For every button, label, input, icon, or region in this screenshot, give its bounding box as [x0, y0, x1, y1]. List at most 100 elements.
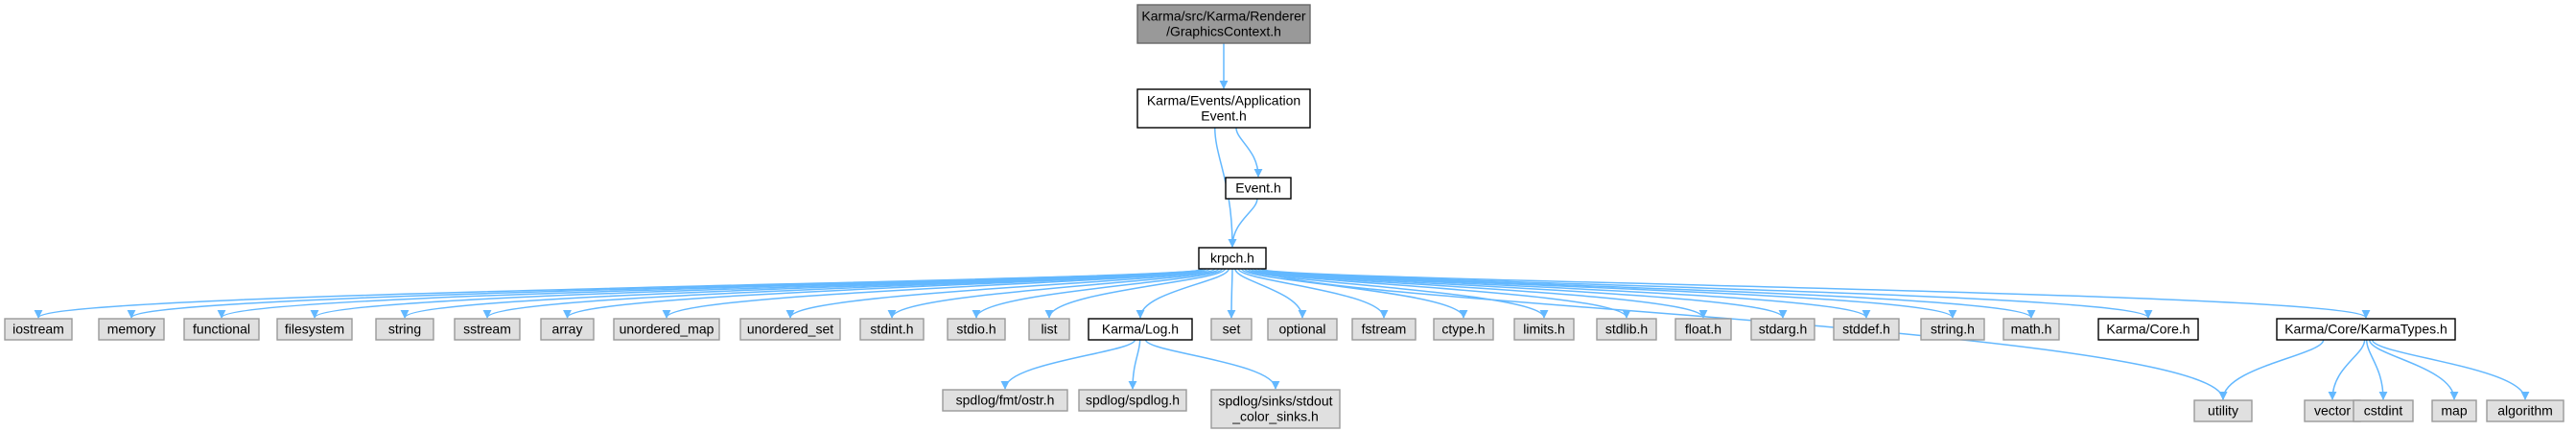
- node-label: Event.h: [1235, 180, 1280, 196]
- edge-karma_types-to-map: [2368, 339, 2459, 400]
- node-layer: Karma/src/Karma/Renderer/GraphicsContext…: [4, 4, 2564, 429]
- edge-krpch-to-ctype: [1240, 268, 1468, 319]
- node-utility: utility: [2193, 399, 2253, 422]
- node-vector: vector: [2304, 399, 2361, 422]
- node-limits: limits.h: [1513, 318, 1575, 341]
- edge-krpch-to-stdio: [972, 268, 1224, 319]
- node-cstdint: cstdint: [2353, 399, 2414, 422]
- node-label: krpch.h: [1210, 251, 1254, 266]
- node-spdlog: spdlog/spdlog.h: [1078, 389, 1187, 412]
- node-label: float.h: [1685, 322, 1721, 337]
- node-stdarg: stdarg.h: [1750, 318, 1815, 341]
- node-label: array: [552, 322, 583, 337]
- node-unordered-map: unordered_map: [613, 318, 720, 341]
- node-box: [1351, 318, 1417, 341]
- node-box: [98, 318, 165, 341]
- edge-log-to-stdout_sinks: [1144, 339, 1280, 390]
- node-filesystem: filesystem: [276, 318, 353, 341]
- edge-karma_types-to-vector: [2328, 339, 2366, 400]
- node-label: string: [388, 322, 421, 337]
- node-float: float.h: [1674, 318, 1732, 341]
- node-label: Event.h: [1201, 108, 1246, 124]
- node-label: spdlog/fmt/ostr.h: [956, 393, 1055, 408]
- node-label: sstream: [463, 322, 511, 337]
- node-label: stdarg.h: [1759, 322, 1808, 337]
- node-label: vector: [2314, 403, 2351, 419]
- edge-krpch-to-array: [563, 268, 1207, 319]
- node-box: [613, 318, 720, 341]
- node-label: fstream: [1362, 322, 1407, 337]
- edge-krpch-to-unordered_set: [785, 268, 1216, 319]
- node-box: [942, 389, 1068, 412]
- edge-event-to-krpch: [1228, 198, 1258, 248]
- edge-karma_types-to-utility: [2218, 339, 2325, 400]
- node-box: [2097, 318, 2199, 341]
- node-box: [947, 318, 1006, 341]
- node-label: Karma/Events/Application: [1147, 93, 1300, 108]
- node-stdout-sinks: spdlog/sinks/stdout_color_sinks.h: [1210, 389, 1341, 429]
- node-set: set: [1210, 318, 1253, 341]
- node-box: [1078, 389, 1187, 412]
- node-log[interactable]: Karma/Log.h: [1088, 318, 1193, 341]
- edge-krpch-to-karma_types: [1261, 268, 2371, 319]
- node-box: [1210, 389, 1341, 429]
- edge-krpch-to-set: [1227, 268, 1236, 319]
- node-stddef: stddef.h: [1833, 318, 1900, 341]
- node-stdio: stdio.h: [947, 318, 1006, 341]
- edge-layer: [34, 42, 2530, 400]
- node-label: optional: [1278, 322, 1325, 337]
- node-memory: memory: [98, 318, 165, 341]
- edge-krpch-to-limits: [1244, 268, 1549, 319]
- node-box: [1136, 88, 1311, 129]
- node-box: [454, 318, 521, 341]
- node-label: Karma/Core.h: [2106, 322, 2190, 337]
- node-label: iostream: [12, 322, 64, 337]
- edge-krpch-to-unordered_map: [662, 268, 1211, 319]
- node-box: [1920, 318, 1985, 341]
- edge-log-to-spdlog: [1128, 339, 1141, 390]
- edge-karma_types-to-algorithm: [2371, 339, 2530, 400]
- node-box: [1674, 318, 1732, 341]
- edge-app_event-to-event: [1235, 127, 1263, 178]
- node-box: [1088, 318, 1193, 341]
- node-label: stddef.h: [1842, 322, 1890, 337]
- node-box: [2353, 399, 2414, 422]
- node-label: memory: [107, 322, 156, 337]
- node-stdint: stdint.h: [859, 318, 925, 341]
- node-box: [540, 318, 595, 341]
- node-label: cstdint: [2364, 403, 2403, 419]
- node-label: string.h: [1931, 322, 1975, 337]
- node-label: unordered_set: [747, 322, 833, 337]
- node-box: [2002, 318, 2060, 341]
- node-karma-types[interactable]: Karma/Core/KarmaTypes.h: [2276, 318, 2456, 341]
- node-fstream: fstream: [1351, 318, 1417, 341]
- node-label: spdlog/spdlog.h: [1086, 393, 1180, 408]
- edge-krpch-to-log: [1136, 268, 1229, 319]
- node-label: algorithm: [2497, 403, 2553, 419]
- node-core[interactable]: Karma/Core.h: [2097, 318, 2199, 341]
- node-algorithm: algorithm: [2486, 399, 2564, 422]
- edge-krpch-to-float: [1250, 268, 1708, 319]
- node-box: [1433, 318, 1494, 341]
- edge-krpch-to-list: [1044, 268, 1227, 319]
- node-krpch[interactable]: krpch.h: [1198, 247, 1267, 270]
- node-optional: optional: [1267, 318, 1338, 341]
- node-label: Karma/Log.h: [1102, 322, 1179, 337]
- edge-krpch-to-stdlib: [1247, 268, 1631, 319]
- node-box: [1513, 318, 1575, 341]
- node-iostream: iostream: [4, 318, 73, 341]
- edge-krpch-to-stdarg: [1253, 268, 1788, 319]
- node-label: map: [2441, 403, 2467, 419]
- edge-app_event-to-krpch: [1214, 127, 1237, 248]
- edge-krpch-to-utility: [1261, 268, 2228, 400]
- node-event[interactable]: Event.h: [1225, 177, 1292, 200]
- node-label: Karma/src/Karma/Renderer: [1141, 9, 1306, 24]
- node-box: [859, 318, 925, 341]
- node-graphics-context[interactable]: Karma/src/Karma/Renderer/GraphicsContext…: [1136, 4, 1311, 44]
- node-ostr: spdlog/fmt/ostr.h: [942, 389, 1068, 412]
- node-label: spdlog/sinks/stdout: [1218, 394, 1332, 409]
- node-string: string: [375, 318, 434, 341]
- node-box: [1136, 4, 1311, 44]
